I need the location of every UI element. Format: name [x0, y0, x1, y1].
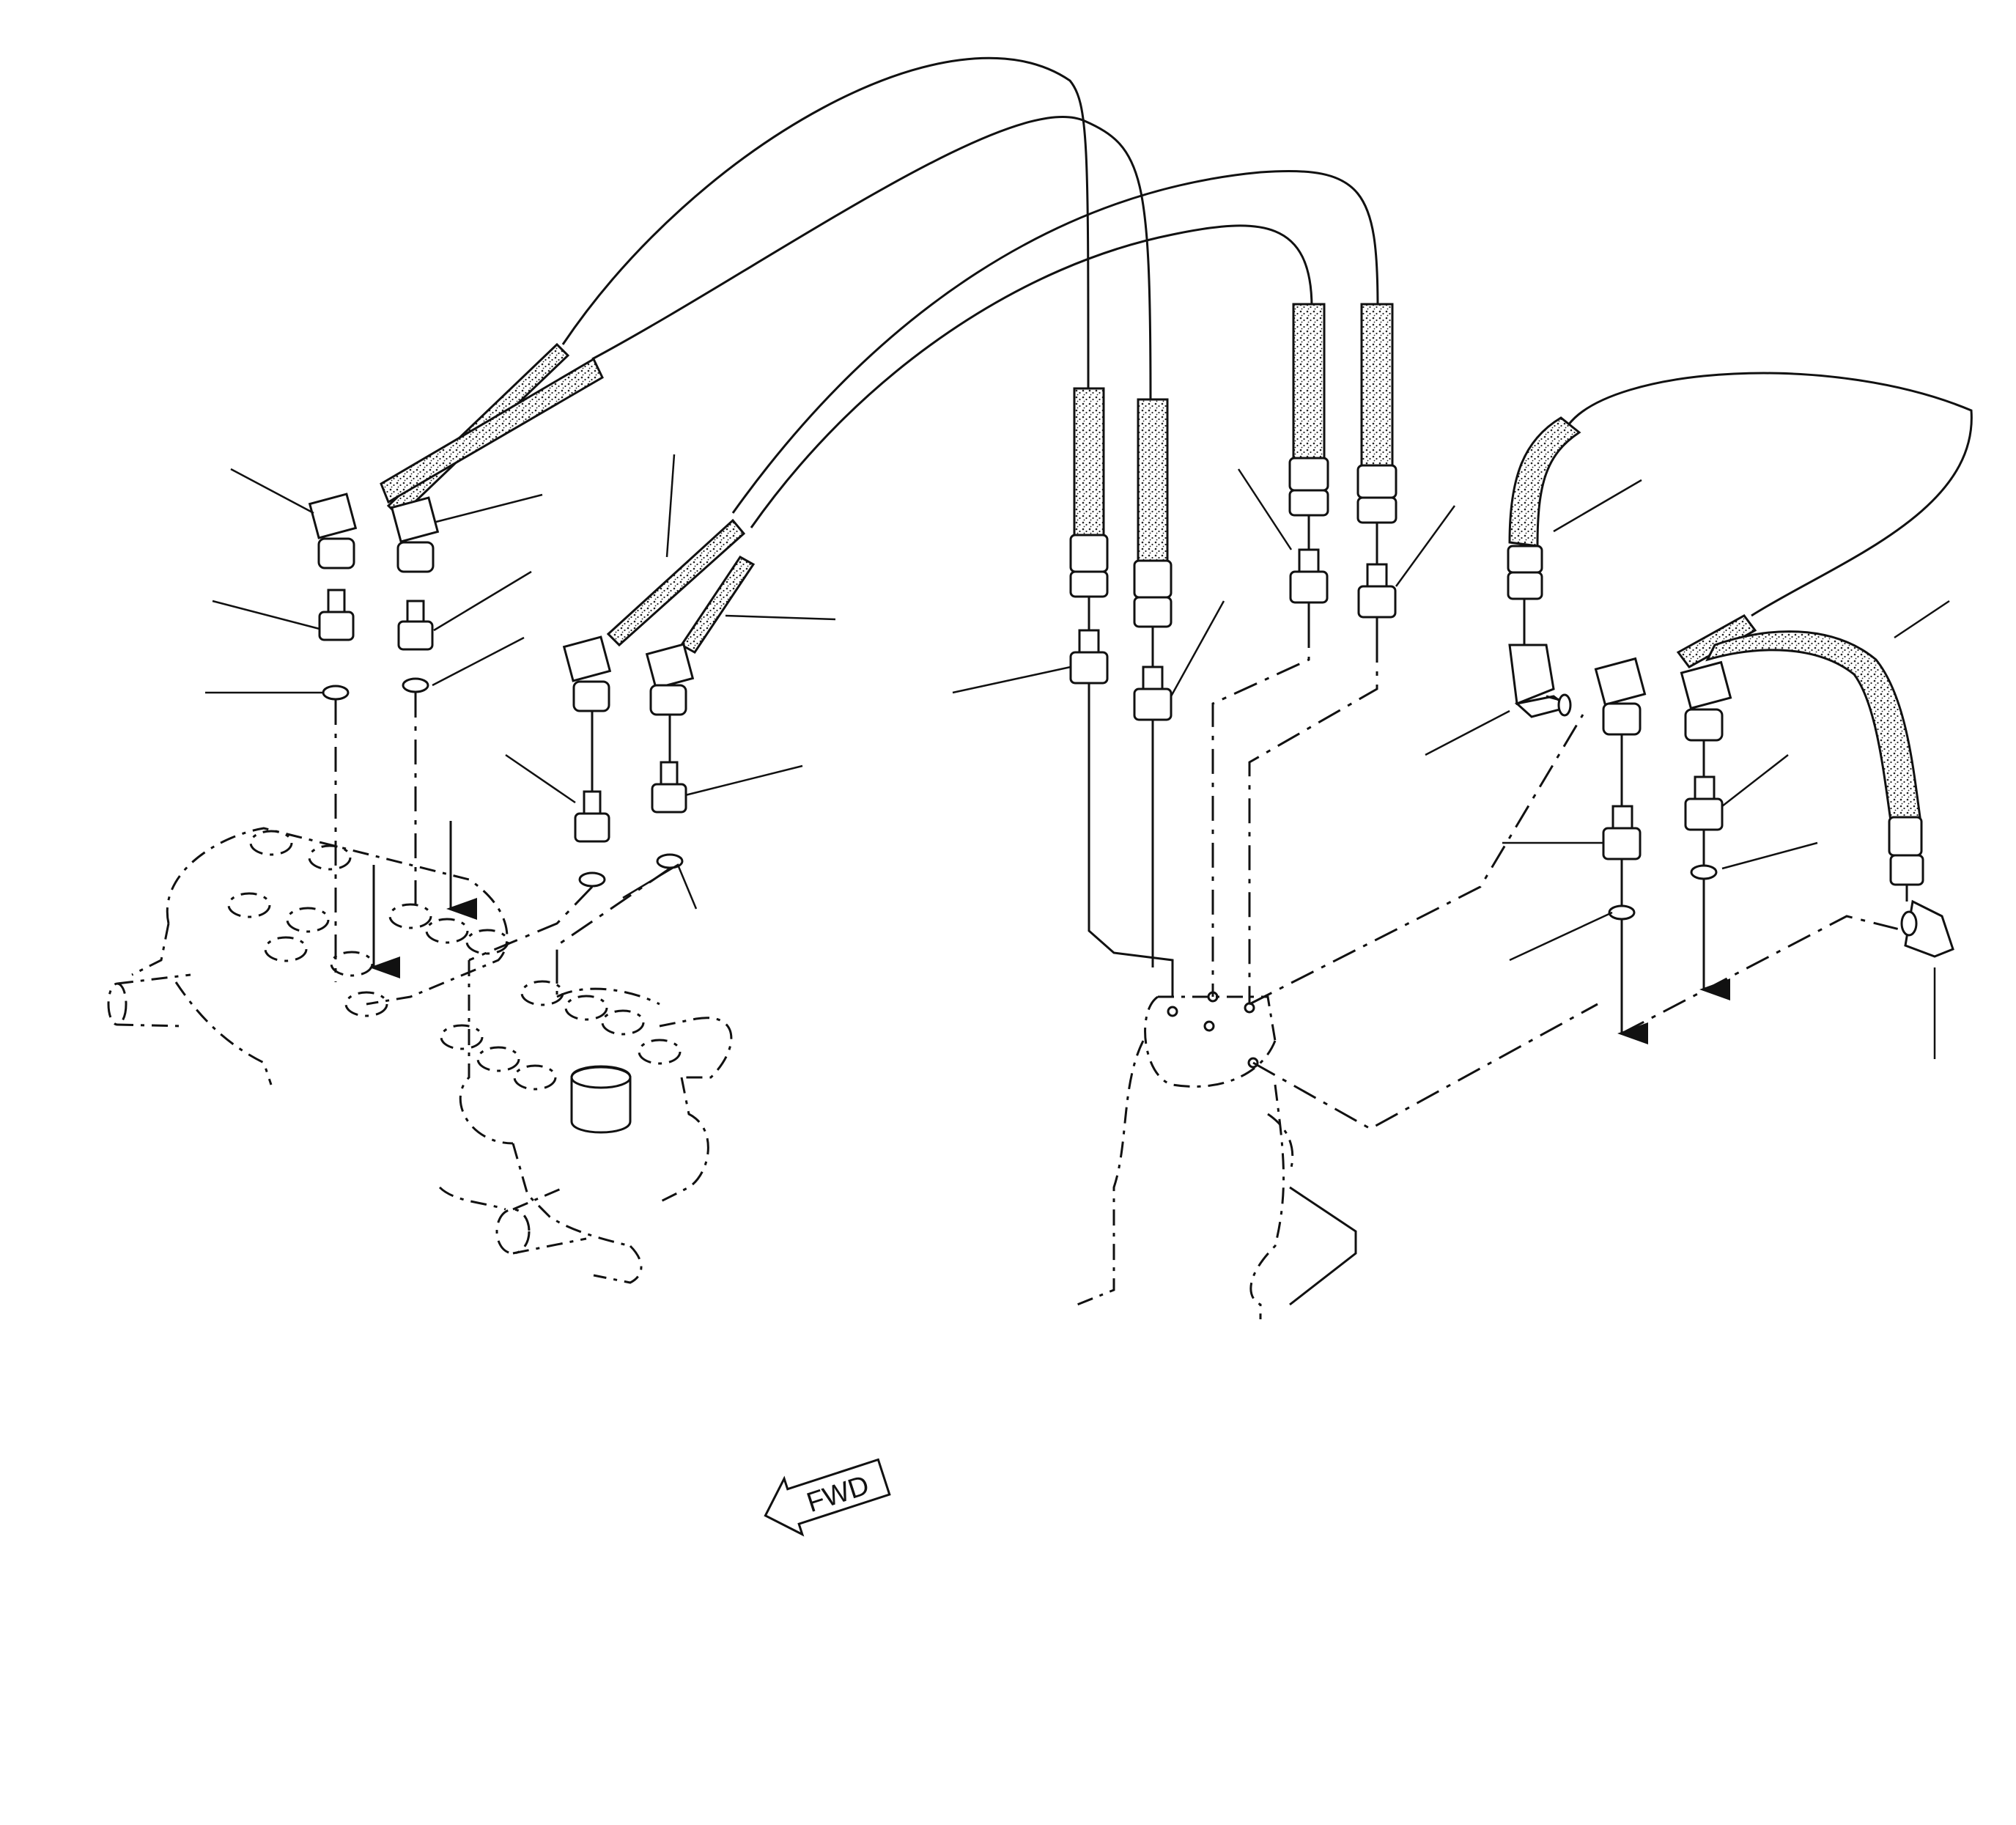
elbow-fitting: [645, 643, 695, 690]
hose-segment: [1360, 303, 1394, 467]
right-fitting-group: [1425, 416, 1954, 1059]
o-ring: [656, 853, 684, 869]
hose-segment: [1676, 614, 1757, 668]
adapter: [574, 812, 610, 843]
elbow-fitting: [1904, 899, 1954, 958]
middle-fitting-group: [468, 454, 836, 967]
nut: [1069, 570, 1109, 598]
nut: [396, 541, 435, 573]
nut: [1356, 464, 1397, 499]
nut: [1069, 534, 1109, 573]
overhead-hose-lines: [561, 56, 1973, 617]
hose-segment: [679, 556, 756, 654]
nut: [1133, 596, 1173, 628]
hose-segment: [1508, 416, 1581, 548]
adapter: [327, 589, 346, 613]
adapter: [1069, 651, 1109, 685]
center-mount-block: [1077, 714, 1598, 1319]
nut: [1602, 702, 1642, 736]
nut: [1507, 545, 1543, 574]
adapter: [660, 761, 679, 786]
left-fitting-group: [205, 342, 604, 982]
elbow-fitting: [390, 496, 440, 543]
nut: [1507, 571, 1543, 600]
adapter: [1298, 548, 1320, 573]
elbow-fitting: [308, 493, 358, 539]
center-fitting-group: [952, 303, 1456, 1004]
nut: [649, 684, 687, 716]
o-ring: [578, 871, 606, 888]
hose-segment: [1292, 303, 1326, 460]
adapter: [1133, 687, 1173, 721]
adapter: [1684, 797, 1724, 831]
adapter: [1366, 563, 1388, 588]
nut: [1888, 816, 1923, 857]
nut: [1133, 559, 1173, 599]
adapter: [1602, 827, 1642, 860]
elbow-fitting: [1680, 660, 1732, 710]
elbow-fitting: [1508, 644, 1555, 706]
o-ring: [1690, 864, 1718, 880]
adapter: [318, 611, 355, 641]
nut: [1288, 489, 1329, 517]
adapter: [1611, 805, 1633, 830]
adapter: [1694, 775, 1716, 800]
elbow-fitting: [1594, 657, 1647, 707]
adapter: [651, 783, 687, 814]
nut: [1356, 496, 1397, 524]
adapter: [583, 790, 602, 815]
nut: [1288, 457, 1329, 492]
adapter: [1357, 585, 1397, 619]
adapter: [1289, 570, 1329, 604]
adapter: [1078, 629, 1100, 654]
hose-segment: [1073, 387, 1105, 537]
adapter: [397, 620, 434, 651]
o-ring: [402, 677, 429, 693]
hose-segment: [380, 357, 604, 504]
adapter: [1142, 666, 1164, 690]
nut: [572, 680, 610, 712]
nut: [317, 537, 355, 569]
nut: [1889, 854, 1924, 886]
hose-segment: [606, 518, 746, 647]
hose-segment: [1137, 398, 1169, 562]
left-valve-block: [107, 827, 509, 1085]
o-ring: [322, 685, 350, 701]
middle-valve-block: [438, 960, 733, 1284]
o-ring: [1608, 904, 1636, 921]
nut: [1684, 708, 1724, 742]
elbow-fitting: [562, 635, 612, 682]
forward-arrow-icon: FWD: [764, 1458, 891, 1537]
adapter: [406, 600, 425, 624]
